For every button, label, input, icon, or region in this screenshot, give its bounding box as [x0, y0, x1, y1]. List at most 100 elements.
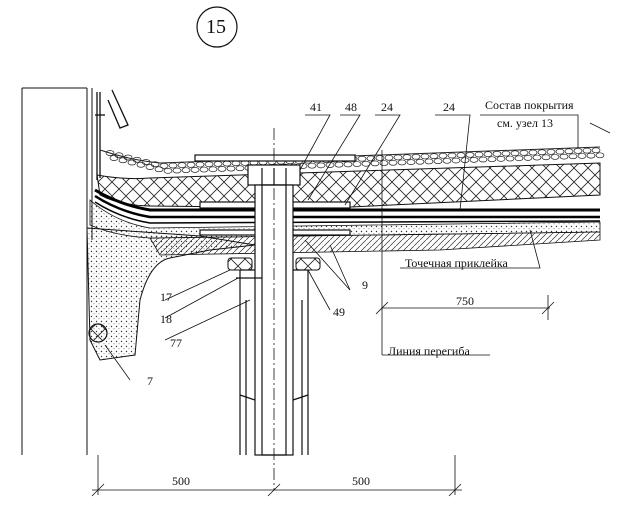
callout-48: 48 [345, 100, 357, 114]
gravel-pebble [150, 161, 160, 168]
gravel-pebble [235, 165, 245, 172]
gravel-pebble [519, 150, 529, 156]
gravel-pebble [415, 158, 425, 165]
gravel-pebble [375, 155, 385, 161]
callout-49: 49 [333, 305, 345, 319]
gravel-pebble [159, 163, 169, 169]
detail-number-circle [196, 6, 238, 48]
gravel-pebble [546, 149, 556, 155]
gravel-pebble [483, 151, 493, 158]
gravel-pebble [123, 154, 133, 161]
callout-77: 77 [170, 336, 182, 350]
gravel-pebble [555, 148, 565, 155]
gravel-pebble [393, 154, 403, 161]
gravel-pebble [496, 156, 506, 162]
dimension-500-right: 500 [352, 474, 370, 488]
gravel-pebble [501, 150, 511, 157]
gravel-pebble [577, 153, 587, 159]
membrane-layers [94, 188, 601, 224]
gravel-pebble [420, 153, 430, 160]
gravel-pebble [334, 161, 344, 168]
composition-line-2: см. узел 13 [497, 116, 553, 130]
gasket-17 [227, 257, 253, 271]
leader-lines [104, 114, 611, 381]
gravel-pebble [195, 161, 205, 168]
gravel-pebble [564, 148, 574, 155]
fold-line-label: Линия перегиба [388, 344, 470, 358]
callout-24a: 24 [381, 100, 393, 114]
gravel-pebble [559, 153, 569, 160]
gravel-pebble [469, 156, 479, 163]
gravel-pebble [505, 155, 515, 162]
gravel-pebble [222, 160, 232, 167]
gravel-pebble [528, 149, 538, 156]
gravel-pebble [168, 162, 178, 169]
callout-18: 18 [160, 312, 172, 326]
gravel-pebble [442, 157, 452, 164]
dimension-500-left: 500 [172, 474, 190, 488]
gravel-pebble [145, 164, 155, 170]
gravel-pebble [109, 155, 119, 161]
gravel-pebble [424, 158, 434, 165]
gravel-pebble [586, 152, 596, 159]
gravel-pebble [537, 149, 547, 156]
gravel-pebble [438, 152, 448, 159]
gravel-pebble [591, 147, 601, 154]
gravel-pebble [595, 152, 605, 159]
gravel-pebble [514, 155, 524, 162]
gravel-pebble [163, 168, 173, 174]
gravel-pebble [523, 155, 533, 161]
insulation-layer [96, 162, 601, 209]
gravel-pebble [226, 165, 236, 172]
gravel-pebble [465, 151, 475, 158]
gravel-pebble [136, 161, 146, 168]
gravel-pebble [478, 156, 488, 163]
gravel-pebble [487, 156, 497, 163]
gravel-pebble [384, 154, 394, 161]
gravel-pebble [325, 162, 335, 168]
callout-7: 7 [147, 374, 153, 388]
gravel-pebble [433, 158, 443, 164]
detail-number: 15 [206, 16, 226, 38]
gravel-pebble [379, 160, 389, 166]
gravel-pebble [172, 167, 182, 174]
gravel-pebble [406, 159, 416, 165]
gravel-pebble [429, 153, 439, 159]
gravel-pebble [402, 154, 412, 160]
gravel-pebble [141, 159, 151, 165]
gravel-pebble [105, 150, 115, 156]
gravel-pebble [352, 161, 362, 167]
gravel-pebble [199, 166, 209, 173]
parapet-flashing [95, 89, 129, 180]
sealant-cord [88, 323, 108, 343]
gravel-pebble [451, 157, 461, 164]
gravel-pebble [114, 152, 124, 159]
gravel-layer [99, 146, 605, 174]
gravel-pebble [582, 147, 592, 154]
concrete-beam [86, 227, 256, 361]
gravel-pebble [208, 166, 218, 173]
dimension-750 [375, 295, 555, 320]
gravel-pebble [474, 151, 484, 158]
gravel-pebble [343, 161, 353, 168]
gravel-pebble [532, 154, 542, 161]
gravel-pebble [316, 162, 326, 169]
gravel-pebble [366, 155, 376, 162]
gravel-pebble [186, 162, 196, 168]
callout-24b: 24 [443, 100, 455, 114]
gravel-pebble [568, 153, 578, 160]
gravel-pebble [573, 148, 583, 154]
gravel-pebble [190, 167, 200, 173]
gravel-pebble [154, 166, 164, 173]
gravel-pebble [550, 154, 560, 160]
gravel-pebble [370, 160, 380, 167]
gravel-pebble [357, 155, 367, 162]
dimension-bottom [91, 455, 462, 497]
gravel-pebble [492, 151, 502, 157]
gravel-pebble [181, 167, 191, 174]
gasket-49 [295, 257, 321, 271]
gravel-pebble [177, 162, 187, 169]
wall [21, 87, 93, 455]
callout-17: 17 [160, 290, 172, 304]
